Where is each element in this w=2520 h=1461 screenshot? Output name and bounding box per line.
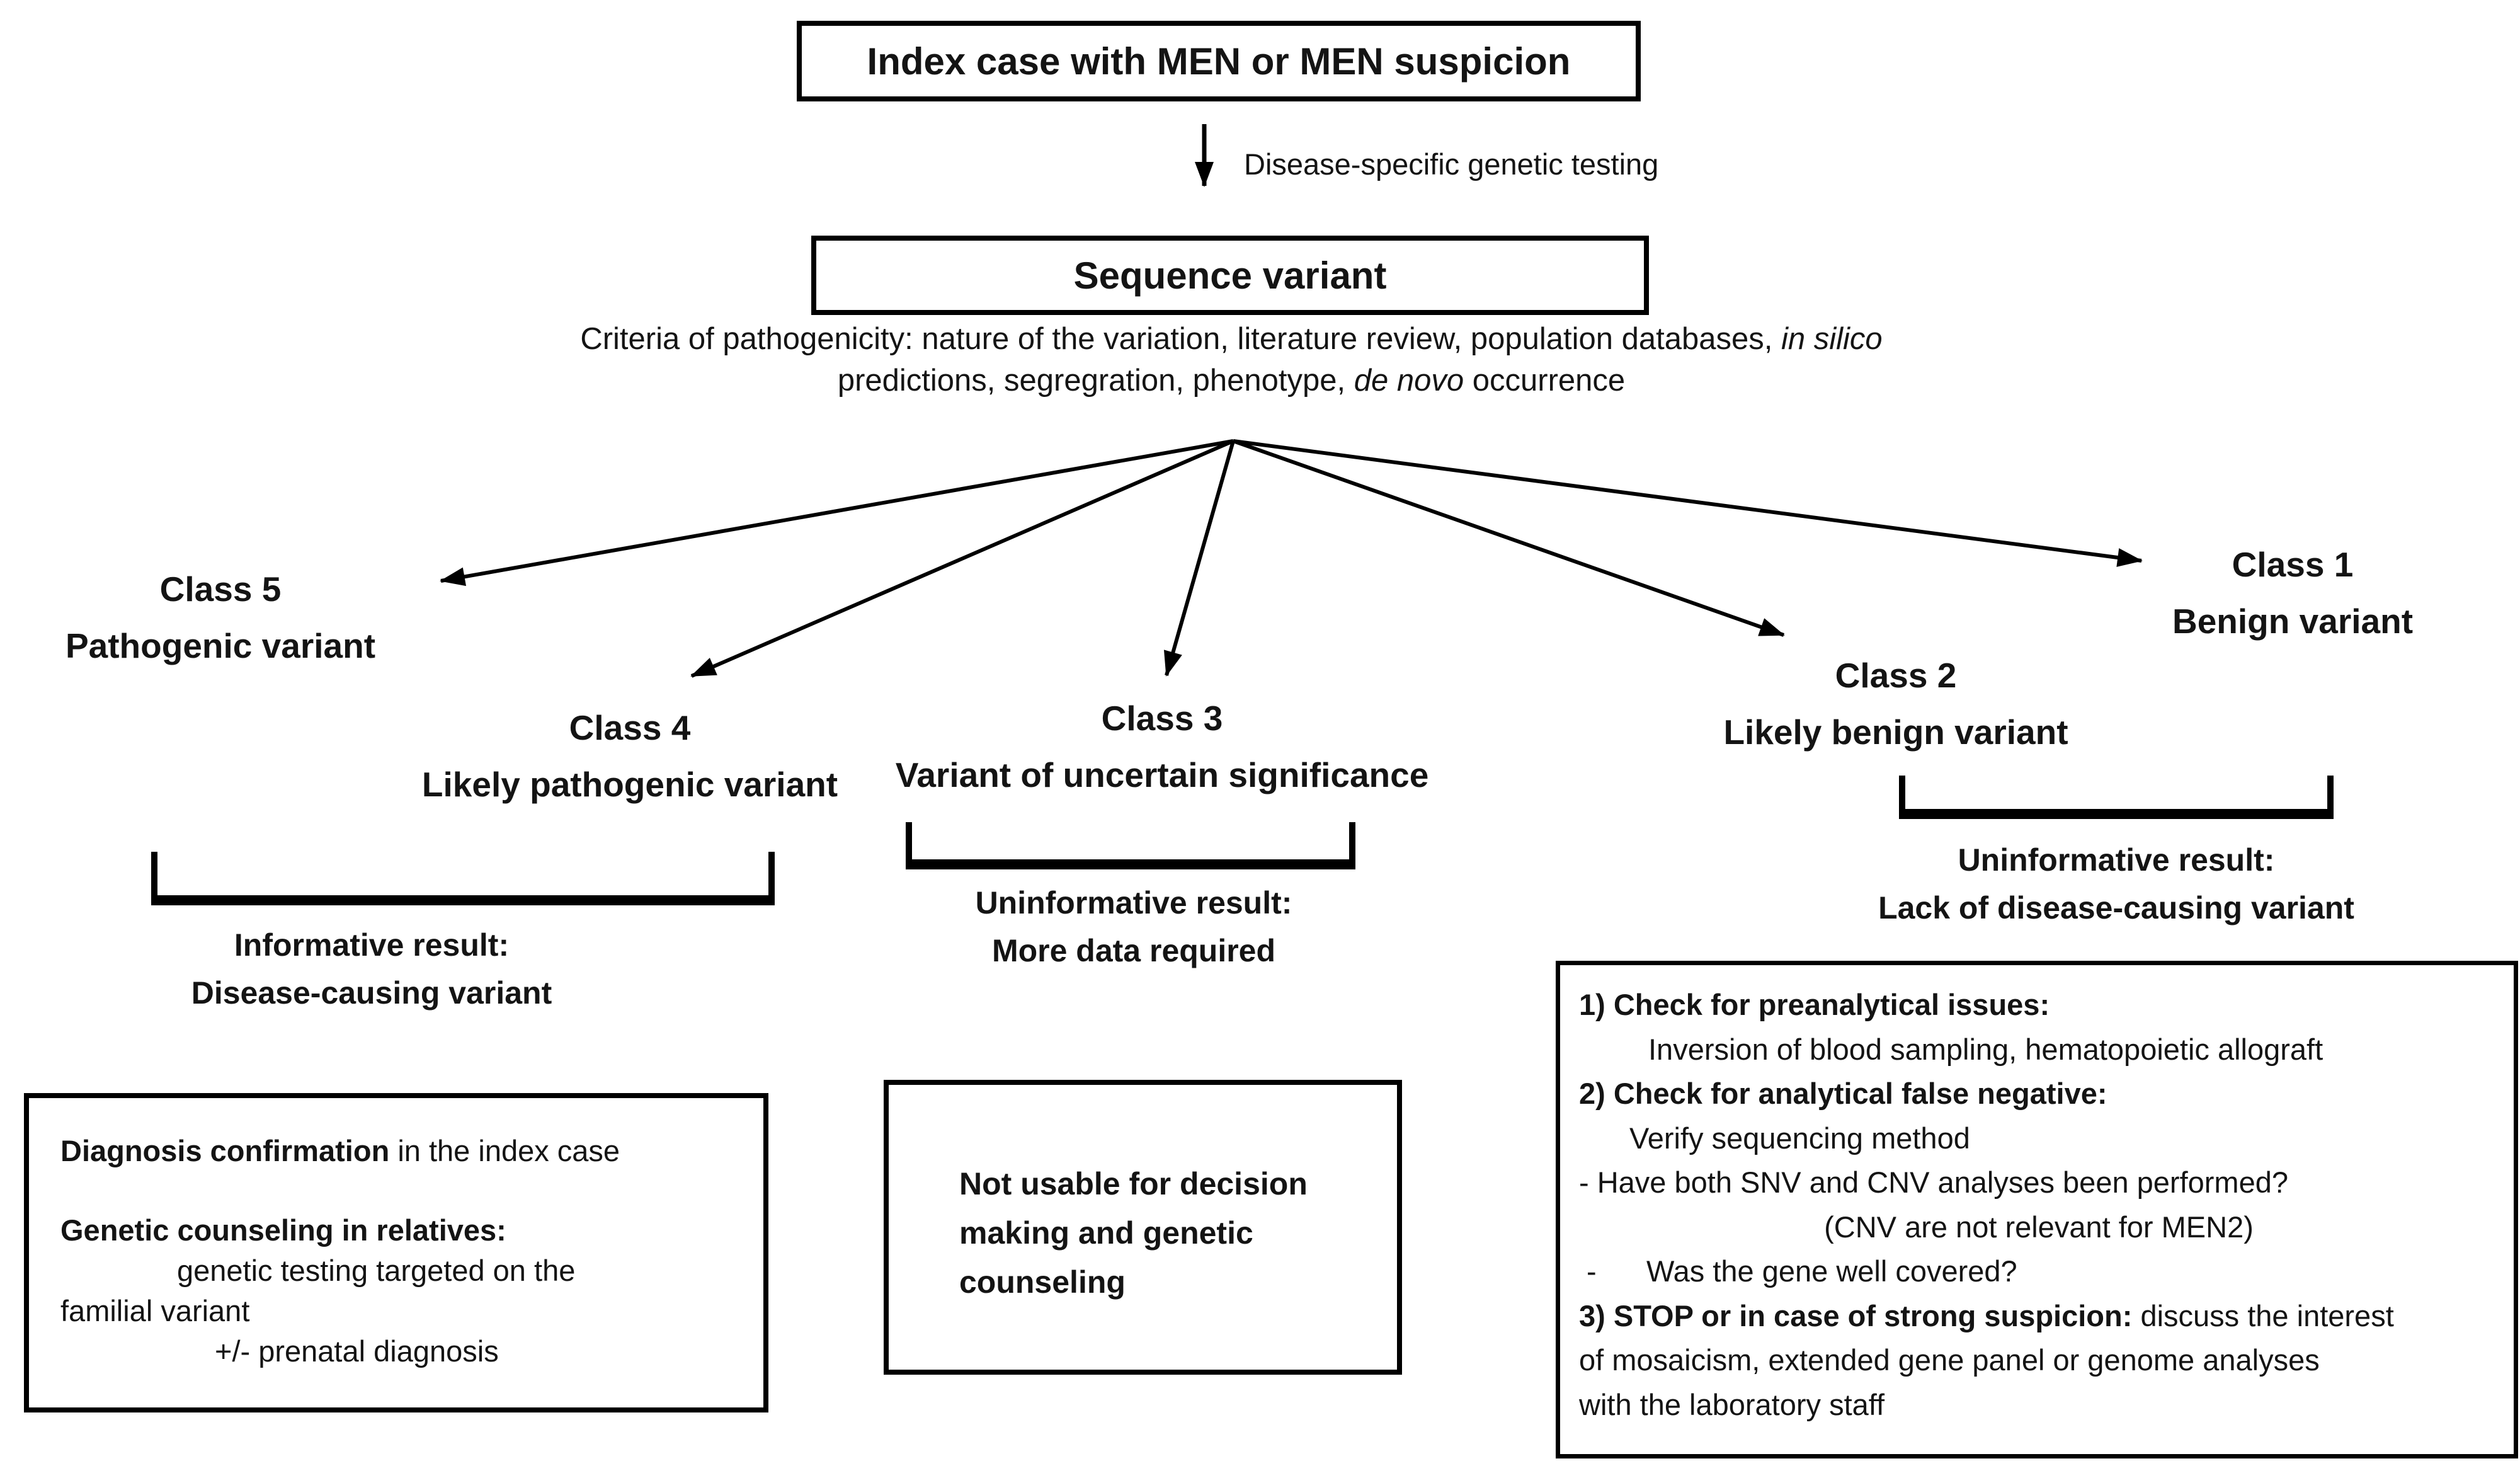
stop-heading-bold: 3) STOP or in case of strong suspicion: — [1579, 1298, 2133, 1332]
prenatal-diagnosis-line: +/- prenatal diagnosis — [215, 1334, 499, 1368]
class1-name: Class 1 — [2232, 545, 2354, 584]
uninformative-benign-title: Uninformative result: — [1958, 842, 2275, 878]
genetic-counseling-line: Genetic counseling in relatives: — [60, 1213, 506, 1247]
arrow-to-class1 — [1233, 439, 2143, 567]
gene-coverage-dash: - — [1587, 1254, 1597, 1288]
familial-variant-line: familial variant — [60, 1294, 250, 1327]
informative-bracket — [151, 852, 775, 905]
targeted-testing-line: genetic testing targeted on the — [177, 1254, 576, 1287]
criteria-line2-italic: de novo — [1354, 364, 1464, 398]
criteria-line2-regular: predictions, segregration, phenotype, — [837, 364, 1354, 398]
uninformative-vus-subtitle: More data required — [991, 933, 1276, 968]
uninformative-benign-caption: Uninformative result: Lack of disease-ca… — [1801, 836, 2431, 932]
mosaicism-line: of mosaicism, extended gene panel or gen… — [1579, 1343, 2320, 1377]
laboratory-staff-line: with the laboratory staff — [1579, 1387, 1885, 1421]
criteria-line1-regular: Criteria of pathogenicity: nature of the… — [580, 322, 1781, 356]
pathogenicity-criteria-text: Criteria of pathogenicity: nature of the… — [441, 318, 2022, 401]
snv-cnv-line: - Have both SNV and CNV analyses been pe… — [1579, 1166, 2289, 1199]
uninformative-vus-bracket — [906, 822, 1355, 869]
diagnosis-confirmation-rest: in the index case — [389, 1134, 620, 1167]
spacer — [60, 1171, 744, 1210]
class2-variant: Likely benign variant — [1723, 713, 2068, 752]
uninformative-vus-caption: Uninformative result: More data required — [819, 879, 1449, 975]
class5-variant: Pathogenic variant — [65, 626, 376, 665]
stop-heading-line: 3) STOP or in case of strong suspicion: … — [1579, 1294, 2499, 1339]
criteria-line-1: Criteria of pathogenicity: nature of the… — [441, 318, 2022, 360]
informative-actions-box: Diagnosis confirmation in the index case… — [24, 1093, 768, 1412]
analytical-false-negative-heading: 2) Check for analytical false negative: — [1579, 1077, 2107, 1110]
uninformative-benign-bracket — [1899, 776, 2334, 819]
informative-result-caption: Informative result: Disease-causing vari… — [57, 921, 687, 1017]
class2-label: Class 2 Likely benign variant — [1644, 647, 2148, 760]
preanalytical-issues-detail: Inversion of blood sampling, hematopoiet… — [1648, 1032, 2323, 1066]
class5-name: Class 5 — [159, 570, 282, 609]
verify-sequencing-line: Verify sequencing method — [1629, 1121, 1970, 1155]
negative-result-actions-box: 1) Check for preanalytical issues: Inver… — [1556, 961, 2518, 1458]
class5-label: Class 5 Pathogenic variant — [19, 561, 422, 674]
class4-label: Class 4 Likely pathogenic variant — [384, 699, 875, 813]
cnv-men2-note: (CNV are not relevant for MEN2) — [1824, 1210, 2254, 1244]
class3-label: Class 3 Variant of uncertain significanc… — [835, 690, 1490, 803]
informative-result-title: Informative result: — [234, 927, 510, 963]
arrow-to-class4 — [690, 439, 1234, 678]
not-usable-line3: counseling — [959, 1264, 1126, 1300]
class2-name: Class 2 — [1835, 656, 1957, 695]
diagnosis-confirmation-bold: Diagnosis confirmation — [60, 1134, 390, 1167]
not-usable-line2: making and genetic — [959, 1215, 1253, 1251]
uninformative-benign-subtitle: Lack of disease-causing variant — [1878, 890, 2354, 925]
gene-coverage-line: - Was the gene well covered? — [1579, 1249, 2499, 1294]
informative-result-subtitle: Disease-causing variant — [191, 975, 552, 1011]
testing-arrow-label: Disease-specific genetic testing — [1244, 147, 1659, 181]
gene-coverage-text: Was the gene well covered? — [1646, 1254, 2017, 1288]
class3-name: Class 3 — [1101, 699, 1223, 738]
class3-variant: Variant of uncertain significance — [895, 755, 1429, 794]
class4-variant: Likely pathogenic variant — [421, 765, 838, 804]
uninformative-vus-title: Uninformative result: — [975, 885, 1292, 920]
criteria-line1-italic: in silico — [1781, 322, 1883, 356]
diagnosis-confirmation-line: Diagnosis confirmation in the index case — [60, 1131, 744, 1171]
sequence-variant-box: Sequence variant — [811, 236, 1649, 315]
arrow-to-class2 — [1233, 439, 1785, 637]
index-case-box: Index case with MEN or MEN suspicion — [797, 21, 1641, 101]
vus-actions-box: Not usable for decision making and genet… — [884, 1080, 1402, 1375]
sequence-variant-title: Sequence variant — [1073, 254, 1387, 297]
preanalytical-issues-heading: 1) Check for preanalytical issues: — [1579, 988, 2050, 1021]
arrow-to-class3 — [1163, 440, 1235, 677]
stop-heading-rest: discuss the interest — [2132, 1298, 2394, 1332]
class4-name: Class 4 — [569, 708, 691, 747]
criteria-line-2: predictions, segregration, phenotype, de… — [441, 360, 2022, 401]
index-case-title: Index case with MEN or MEN suspicion — [867, 40, 1571, 83]
not-usable-line1: Not usable for decision — [959, 1166, 1308, 1201]
arrow-to-class5 — [440, 439, 1234, 587]
class1-variant: Benign variant — [2172, 602, 2414, 641]
criteria-line2-suffix: occurrence — [1464, 364, 1626, 398]
class1-label: Class 1 Benign variant — [2085, 536, 2500, 650]
